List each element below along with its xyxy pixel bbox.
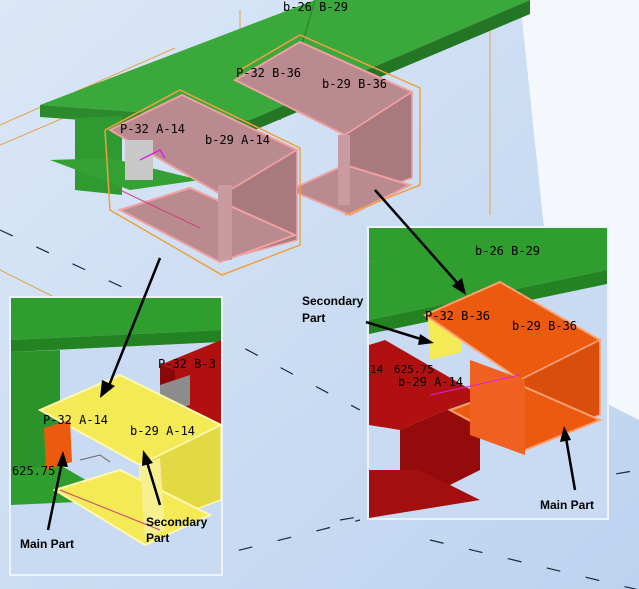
inset-right-label-plate-a: P-32 B-36 [425, 309, 490, 323]
right-inset: b-26 B-29 P-32 B-36 b-29 B-36 14 625.75 … [367, 226, 609, 520]
label-right-plate-b: b-29 B-36 [322, 77, 387, 91]
inset-right-label-plate-b: b-29 B-36 [512, 319, 577, 333]
right-secondary-part-note-line1: Secondary [302, 294, 364, 308]
label-left-plate-a: P-32 A-14 [120, 122, 185, 136]
left-secondary-part-note-line1: Secondary [146, 515, 208, 529]
left-secondary-part-note-line2: Part [146, 531, 169, 545]
inset-left-label-dimension: 625.75 [12, 464, 55, 478]
inset-right-label-edge: 14 [370, 363, 384, 376]
label-right-plate-a: P-32 B-36 [236, 66, 301, 80]
inset-right-label-lower: b-29 A-14 [398, 375, 463, 389]
right-plate-assembly [232, 34, 421, 217]
inset-left-label-other: P-32 B-3 [158, 357, 216, 371]
callout-arrows [46, 189, 577, 531]
inset-left-label-plate-a: P-32 A-14 [43, 413, 108, 427]
left-main-part-note: Main Part [20, 537, 74, 551]
inset-left-label-plate-b: b-29 A-14 [130, 424, 195, 438]
left-plate-assembly [104, 89, 301, 276]
inset-right-label-dimension: 625.75 [394, 363, 434, 376]
right-main-part-note: Main Part [540, 498, 594, 512]
inset-right-label-top-beam: b-26 B-29 [475, 244, 540, 258]
view-background-white [520, 0, 639, 420]
left-inset: P-32 A-14 b-29 A-14 P-32 B-3 625.75 [9, 296, 223, 576]
label-top-beam: b-26 B-29 [283, 0, 348, 14]
right-secondary-part-note-line2: Part [302, 311, 325, 325]
label-left-plate-b: b-29 A-14 [205, 133, 270, 147]
